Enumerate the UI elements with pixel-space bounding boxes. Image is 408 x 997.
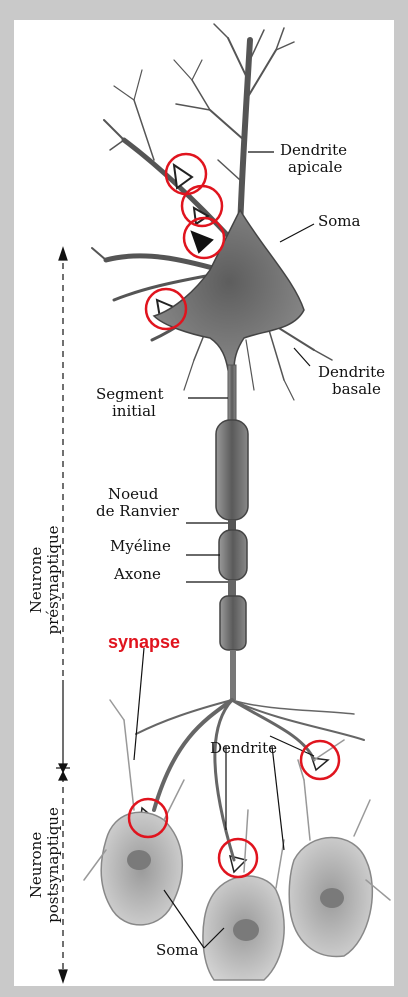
- label-neurone-postsynaptique: Neurone postsynaptique: [28, 790, 62, 940]
- label-soma-top: Soma: [318, 213, 360, 230]
- label-dendrite-lower: Dendrite: [210, 740, 277, 757]
- label-dendrite-apicale-line1: Dendrite: [280, 142, 347, 159]
- myelin-segment-3: [220, 596, 246, 650]
- label-dendrite-apicale: Dendrite apicale: [280, 142, 347, 176]
- label-soma-bottom: Soma: [156, 942, 198, 959]
- myelin-segment-2: [219, 530, 247, 580]
- label-noeud-line2: de Ranvier: [96, 503, 179, 520]
- label-noeud-line1: Noeud: [96, 486, 179, 503]
- axon-terminal-stem: [230, 650, 236, 700]
- label-synapse: synapse: [108, 632, 180, 653]
- node-ranvier: [228, 520, 236, 530]
- label-segment-initial-line1: Segment: [96, 386, 164, 403]
- label-neurone-presynaptique: Neurone présynaptique: [28, 520, 62, 640]
- label-dendrite-basale: Dendrite basale: [318, 364, 385, 398]
- label-neurone-post-line1: Neurone: [28, 790, 45, 940]
- postsynaptic-neurons: [101, 812, 372, 980]
- label-dendrite-basale-line2: basale: [318, 381, 385, 398]
- soma-shape: [154, 210, 304, 370]
- diagram-canvas: Dendrite apicale Soma Segment initial De…: [14, 20, 394, 986]
- myelin-segment-1: [216, 420, 248, 520]
- label-axone: Axone: [114, 566, 161, 583]
- label-neurone-post-line2: postsynaptique: [45, 790, 62, 940]
- label-neurone-pre-line1: Neurone: [28, 520, 45, 640]
- label-neurone-pre-line2: présynaptique: [45, 520, 62, 640]
- label-myeline: Myéline: [110, 538, 171, 555]
- label-segment-initial: Segment initial: [96, 386, 164, 420]
- label-segment-initial-line2: initial: [96, 403, 164, 420]
- label-dendrite-basale-line1: Dendrite: [318, 364, 385, 381]
- initial-segment: [228, 365, 236, 423]
- apical-dendrite: [92, 24, 332, 400]
- label-noeud-ranvier: Noeud de Ranvier: [96, 486, 179, 520]
- label-dendrite-apicale-line2: apicale: [280, 159, 347, 176]
